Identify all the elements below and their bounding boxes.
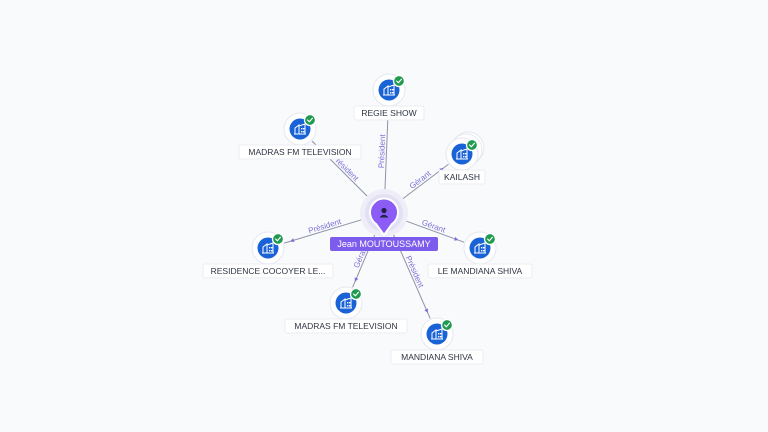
company-name: LE MANDIANA SHIVA: [438, 266, 523, 276]
company-node-residence[interactable]: RESIDENCE COCOYER LE...: [202, 231, 334, 279]
verified-check-icon: [349, 287, 363, 301]
building-icon: [340, 297, 352, 309]
building-icon: [431, 328, 443, 340]
verified-check-icon: [465, 138, 479, 152]
person-name: Jean MOUTOUSSAMY: [337, 239, 430, 249]
arrow-icon: [424, 308, 428, 313]
company-name: MADRAS FM TELEVISION: [294, 321, 397, 331]
node-label-box: [202, 263, 334, 279]
node-label-box: [390, 349, 484, 365]
company-name: REGIE SHOW: [361, 108, 416, 118]
center-node[interactable]: Jean MOUTOUSSAMY: [330, 189, 438, 251]
edge-label: Président: [307, 217, 343, 236]
arrow-icon: [290, 238, 295, 243]
verified-check-icon: [271, 232, 285, 246]
arrow-icon: [354, 277, 359, 282]
company-node-madras-fm-2[interactable]: MADRAS FM TELEVISION: [284, 286, 408, 334]
verified-check-icon: [483, 232, 497, 246]
edge-line: [400, 218, 465, 243]
center-label-box: [330, 237, 438, 251]
company-node-madras-fm-1[interactable]: MADRAS FM TELEVISION: [238, 112, 362, 160]
building-icon: [383, 84, 395, 96]
company-name: RESIDENCE COCOYER LE...: [211, 266, 326, 276]
company-name: MADRAS FM TELEVISION: [248, 147, 351, 157]
company-node-mandiana[interactable]: MANDIANA SHIVA: [390, 317, 484, 365]
edge-line: [384, 106, 389, 196]
person-icon: [379, 207, 389, 218]
company-name: MANDIANA SHIVA: [401, 352, 473, 362]
edge-label: Président: [377, 133, 387, 168]
edge-line: [284, 217, 367, 244]
verified-check-icon: [392, 74, 406, 88]
verified-check-icon: [440, 318, 454, 332]
building-icon: [262, 242, 274, 254]
company-node-le-mandiana[interactable]: LE MANDIANA SHIVA: [427, 231, 533, 279]
building-icon: [294, 123, 306, 135]
company-node-regie-show[interactable]: REGIE SHOW: [353, 73, 425, 121]
company-name: KAILASH: [444, 172, 480, 182]
node-label-box: [353, 105, 425, 121]
company-node-kailash[interactable]: KAILASH: [438, 131, 486, 185]
building-icon: [456, 148, 468, 160]
building-icon: [474, 242, 486, 254]
node-label-box: [284, 318, 408, 334]
nodes-layer: REGIE SHOW MADRAS FM TELEVISION KAILASH RES…: [202, 73, 533, 365]
edge-label: Gérant: [408, 168, 434, 190]
edge-label: Gérant: [421, 218, 448, 235]
node-label-box: [427, 263, 533, 279]
node-label-box: [438, 169, 486, 185]
arrow-icon: [453, 236, 459, 241]
verified-check-icon: [303, 113, 317, 127]
node-label-box: [238, 144, 362, 160]
